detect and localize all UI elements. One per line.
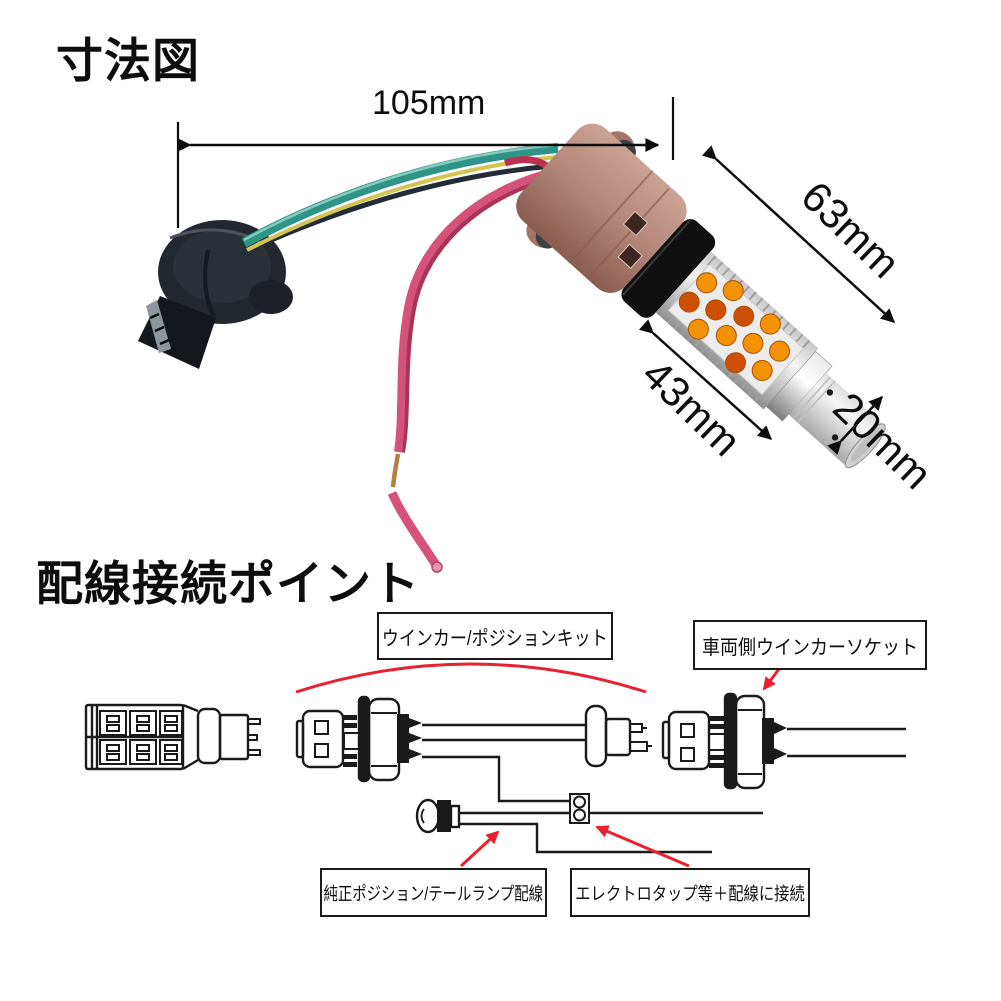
wedge-plug-art xyxy=(584,704,652,768)
position-lamp-art xyxy=(415,798,763,854)
position-wire-2 xyxy=(459,822,712,854)
arrow-to-vehicle-socket xyxy=(762,668,781,691)
wiring-diagram xyxy=(84,692,906,854)
led-bulb-art xyxy=(84,703,261,771)
callout-position-wire: 純正ポジション/テールランプ配線 xyxy=(320,868,547,917)
kit-brace xyxy=(295,662,647,694)
callout-vehicle-socket: 車両側ウインカーソケット xyxy=(693,620,927,670)
red-annotations xyxy=(295,662,781,868)
kit-connector-art xyxy=(295,695,422,783)
electro-tap-art xyxy=(569,793,590,824)
callout-vehicle-socket-label: 車両側ウインカーソケット xyxy=(702,636,918,659)
dim-105mm-label: 105mm xyxy=(372,84,486,122)
vehicle-socket-art xyxy=(661,692,906,790)
arrow-to-electro-tap xyxy=(595,825,690,868)
dimension-section-title: 寸法図 xyxy=(56,34,200,87)
callout-position-wire-label: 純正ポジション/テールランプ配線 xyxy=(323,883,544,904)
dim-arrow-63 xyxy=(701,145,896,323)
harness-wires xyxy=(238,143,559,257)
dim-arrow-20 xyxy=(827,395,883,455)
kit-wires xyxy=(422,723,586,803)
callout-electro-tap-label: エレクトロタップ等＋配線に接続 xyxy=(575,883,805,904)
callout-electro-tap: エレクトロタップ等＋配線に接続 xyxy=(570,868,810,917)
callout-kit-label: ウインカー/ポジションキット xyxy=(382,627,608,650)
product-photo xyxy=(138,123,886,573)
pink-wire xyxy=(387,168,558,573)
dim-arrow-43 xyxy=(638,319,773,440)
arrow-to-position-wire xyxy=(459,830,500,868)
callout-kit: ウインカー/ポジションキット xyxy=(377,612,613,660)
dimension-lines xyxy=(176,97,896,455)
wiring-section-title: 配線接続ポイント xyxy=(36,557,420,610)
